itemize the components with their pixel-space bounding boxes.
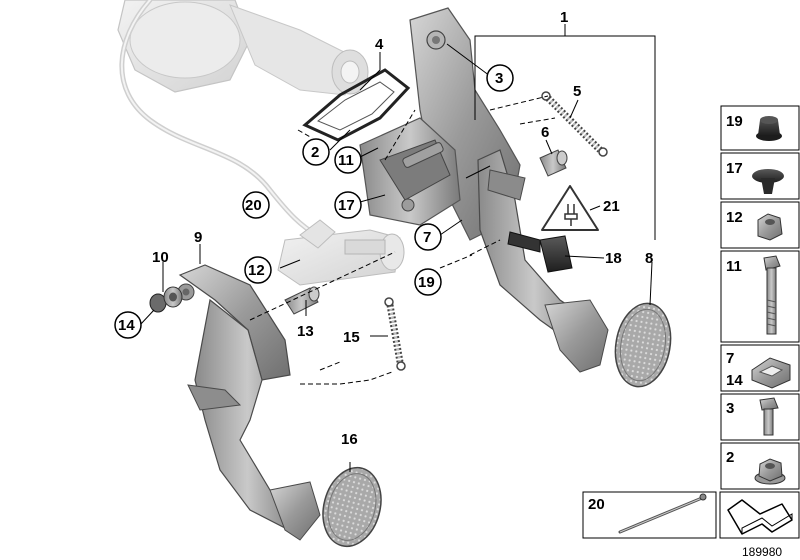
brake-booster-ghost [117, 0, 369, 96]
callout-17: 17 [338, 197, 355, 214]
callout-5: 5 [573, 83, 581, 100]
callout-15: 15 [343, 329, 360, 346]
parts-legend-panel: 19 17 12 11 7 14 3 [720, 105, 800, 490]
callout-7: 7 [423, 229, 431, 246]
diagram-reference-number: 189980 [742, 545, 782, 559]
callout-21: 21 [603, 198, 620, 215]
callout-9: 9 [194, 229, 202, 246]
callout-6: 6 [541, 124, 549, 141]
callout-14: 14 [118, 317, 135, 334]
panel-label-7: 7 [726, 350, 734, 367]
panel-label-2: 2 [726, 449, 734, 466]
cable-tie-icon [618, 493, 707, 534]
flange-nut-icon [754, 458, 786, 485]
electrical-warning-triangle [541, 185, 599, 231]
return-spring-15 [384, 297, 406, 371]
grommet-icon [756, 116, 782, 141]
brake-pedal-arm [477, 149, 609, 373]
callout-10: 10 [152, 249, 169, 266]
callout-12: 12 [248, 262, 265, 279]
callout-20: 20 [245, 197, 262, 214]
spring-clip-icon [751, 357, 791, 389]
brake-pedal-pad [614, 302, 672, 388]
callout-18: 18 [605, 250, 622, 267]
panel-label-12: 12 [726, 209, 743, 226]
bushing-10-14 [149, 286, 183, 313]
plastic-rivet-icon [752, 169, 784, 194]
clutch-pedal-arm [177, 264, 321, 541]
brake-light-switch [507, 231, 573, 273]
panel-label-11: 11 [726, 258, 742, 275]
clutch-pedal-pad [322, 466, 382, 548]
callout-3: 3 [495, 70, 503, 87]
callout-16: 16 [341, 431, 358, 448]
callout-11: 11 [338, 152, 354, 169]
clutch-master-cylinder-ghost [277, 219, 405, 286]
panel-label-14: 14 [726, 372, 743, 389]
callout-8: 8 [645, 250, 653, 267]
bushing-6 [539, 149, 568, 177]
push-rod-13 [284, 286, 320, 315]
cross-reference-arrow-icon [727, 499, 793, 535]
callout-13: 13 [297, 323, 314, 340]
callout-1: 1 [560, 9, 568, 26]
panel-label-17: 17 [726, 160, 743, 177]
hex-bolt-icon [763, 255, 781, 335]
return-spring-5 [541, 91, 608, 157]
panel-label-3: 3 [726, 400, 734, 417]
bottom-parts-panel: 20 [582, 491, 800, 539]
callout-19: 19 [418, 274, 435, 291]
callout-labels: 1 3 4 5 6 2 11 17 20 7 21 18 8 9 10 12 1… [114, 9, 653, 448]
sealing-gasket [302, 68, 411, 142]
panel-label-19: 19 [726, 113, 743, 130]
panel-label-20: 20 [588, 496, 605, 513]
callout-2: 2 [311, 144, 319, 161]
leader-lines [139, 24, 656, 472]
hex-nut-icon [757, 213, 783, 241]
dashed-assembly-lines [249, 95, 556, 385]
flange-bolt-icon [759, 397, 779, 436]
callout-4: 4 [375, 36, 384, 53]
